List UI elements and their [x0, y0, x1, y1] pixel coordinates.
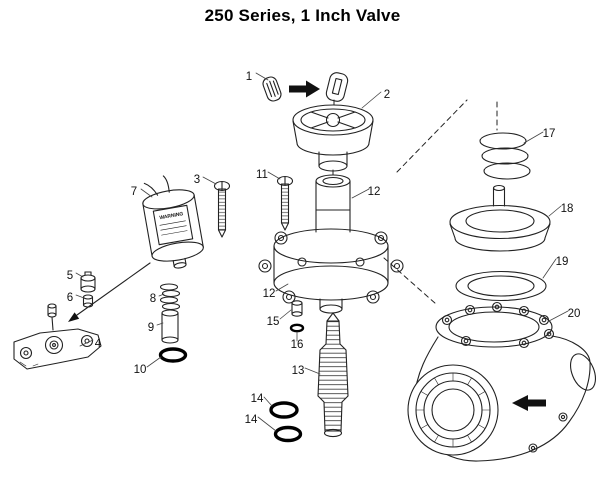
part-16-o-ring [289, 323, 305, 333]
part-5-fitting [80, 271, 96, 293]
part-12-solenoid-adapter [315, 174, 351, 233]
part-20-valve-body [407, 301, 596, 462]
part-label-12b: 12 [263, 288, 276, 300]
part-17-spring [479, 132, 531, 180]
part-label-20: 20 [568, 308, 581, 320]
inlet-port-threads [407, 364, 499, 456]
part-label-15: 15 [267, 316, 280, 328]
part-label-13: 13 [292, 365, 305, 377]
part-label-5: 5 [67, 270, 73, 282]
part-label-17: 17 [543, 128, 556, 140]
part-1-bleed-key [262, 72, 349, 102]
part-6-plug [82, 294, 94, 308]
part-label-12a: 12 [368, 186, 381, 198]
part-3-screw [213, 180, 231, 238]
part-8-spring [159, 283, 181, 311]
part-label-11: 11 [256, 169, 268, 181]
part-label-1: 1 [246, 71, 252, 83]
part-label-14a: 14 [251, 393, 264, 405]
part-label-4: 4 [95, 338, 102, 350]
flow-direction-arrow-icon [512, 395, 546, 411]
part-label-16: 16 [291, 339, 304, 351]
part-label-6: 6 [67, 292, 73, 304]
part-15-pin [291, 300, 303, 317]
part-9-plunger [161, 309, 179, 344]
part-7-solenoid: WARNING [142, 175, 204, 269]
part-10-o-ring [158, 347, 188, 363]
assembly-axis-lines [332, 99, 498, 305]
part-label-7: 7 [131, 186, 137, 198]
part-label-18: 18 [561, 203, 574, 215]
part-19-seal-ring [455, 270, 547, 302]
part-14-o-rings [269, 401, 303, 443]
valve-bonnet [258, 228, 404, 314]
part-label-9: 9 [148, 322, 154, 334]
part-4-bracket-assembly [13, 303, 102, 370]
solenoid-warning-label: WARNING [159, 211, 184, 221]
part-number-labels: 1 2 3 4 5 6 7 8 9 10 11 12 12 13 14 14 1… [67, 71, 581, 426]
part-label-10: 10 [134, 364, 147, 376]
part-18-diaphragm-disc [449, 184, 551, 252]
part-label-2: 2 [384, 89, 390, 101]
part-label-19: 19 [556, 256, 569, 268]
replace-arrow-icon [289, 80, 320, 98]
part-label-8: 8 [150, 293, 156, 305]
part-label-14b: 14 [245, 414, 258, 426]
part-2-solenoid-cap [292, 104, 374, 172]
assembly-arrow [68, 262, 151, 322]
part-label-3: 3 [194, 174, 200, 186]
diagram-title: 250 Series, 1 Inch Valve [204, 6, 401, 25]
arrow-down-left-icon [68, 312, 80, 322]
part-11-screw [276, 175, 294, 231]
leader-lines [75, 72, 569, 432]
part-13-diaphragm-assembly [317, 312, 349, 438]
